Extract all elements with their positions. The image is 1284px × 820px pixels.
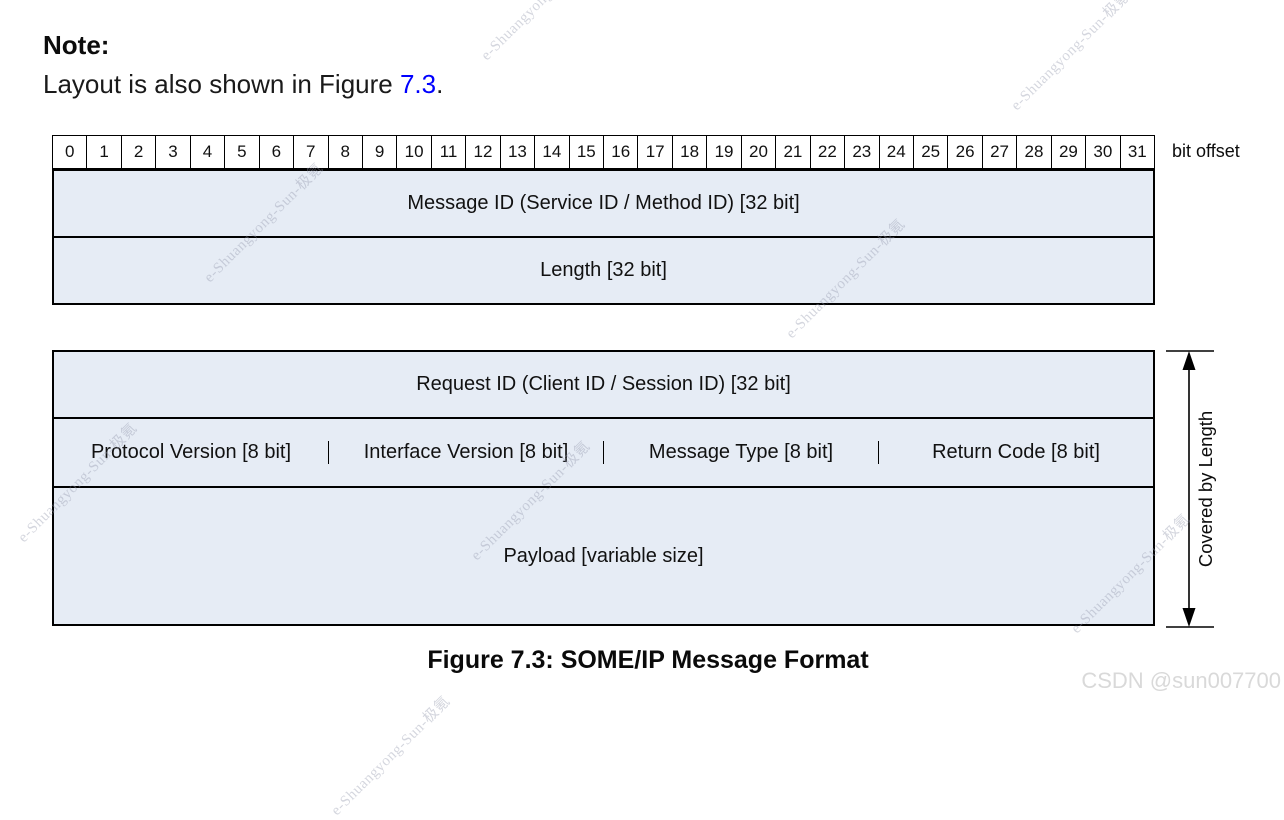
bit-offset-cell: 7 [294,136,329,168]
bit-offset-cell: 9 [363,136,398,168]
covered-by-length-annotation: Covered by Length [1166,350,1216,628]
header-fields-block: Message ID (Service ID / Method ID) [32 … [52,168,1155,305]
covered-by-length-label: Covered by Length [1195,411,1216,567]
diagonal-watermark: e-Shuangyong-Sun-极氪 [328,693,454,819]
bit-offset-cell: 18 [673,136,708,168]
bit-offset-cell: 31 [1127,142,1147,161]
return-code-cell: Return Code [8 bit] [932,441,1100,463]
bit-offset-cell: 0 [53,136,88,168]
request-id-cell: Request ID (Client ID / Session ID) [32 … [54,352,1153,419]
bit-offset-cell: 12 [466,136,501,168]
bit-offset-label: bit offset [1172,141,1240,161]
bit-offset-cell: 15 [570,136,604,168]
note-body: Layout is also shown in Figure 7.3. [43,69,443,100]
interface-version-cell: Interface Version [8 bit] [329,441,604,464]
length-cell: Length [32 bit] [540,259,667,281]
note-title: Note: [43,30,110,60]
bit-offset-cell: 6 [260,136,295,168]
figure-caption: Figure 7.3: SOME/IP Message Format [427,646,869,674]
diagonal-watermark: e-Shuangyong-Sun-极氪 [478,0,604,64]
bit-offset-cell: 11 [432,136,467,168]
bit-offset-cell: 28 [1017,136,1052,168]
bit-offset-cell: 29 [1052,136,1087,168]
bit-offset-cell: 2 [122,136,157,168]
bit-offset-cell: 17 [638,136,673,168]
body-fields-block: Request ID (Client ID / Session ID) [32 … [52,350,1155,626]
bit-offset-cell: 22 [811,136,846,168]
someip-body-table: Request ID (Client ID / Session ID) [32 … [52,350,1155,626]
bit-offset-cell: 27 [983,136,1018,168]
arrow-up-icon [1182,351,1196,370]
bit-offset-cell: 13 [501,136,536,168]
bit-offset-cell: 14 [535,136,570,168]
version-type-row: Protocol Version [8 bit] Interface Versi… [54,419,1153,488]
message-type-cell: Message Type [8 bit] [604,441,879,464]
note-text-after: . [436,69,444,99]
page-root: { "note": { "title": "Note:", "text_befo… [15,0,1281,819]
bit-offset-cell: 19 [707,136,742,168]
bit-offset-cell: 23 [845,136,880,168]
bit-offset-cell: 5 [225,136,260,168]
bit-offset-cell: 1 [87,136,122,168]
bit-offset-cell: 26 [948,136,983,168]
csdn-watermark: CSDN @sun007700 [1081,668,1281,693]
bit-offset-cell: 3 [156,136,191,168]
note-text-before: Layout is also shown in Figure [43,69,400,99]
bit-offset-cell: 16 [604,136,639,168]
bit-offset-cell: 4 [191,136,226,168]
diagonal-watermark: e-Shuangyong-Sun-极氪 [1008,0,1134,114]
bit-offset-cell: 25 [914,136,949,168]
bit-offset-cell: 30 [1086,136,1121,168]
bit-offset-cell: 21 [776,136,811,168]
protocol-version-cell: Protocol Version [8 bit] [54,441,329,464]
bit-offset-cell: 24 [880,136,914,168]
bit-offset-cell: 10 [397,136,432,168]
bit-offset-cell: 20 [742,136,777,168]
arrow-down-icon [1182,608,1196,627]
payload-cell: Payload [variable size] [503,544,704,567]
figure-reference-link[interactable]: 7.3 [399,69,437,99]
bit-offset-cell: 8 [329,136,363,168]
message-id-cell: Message ID (Service ID / Method ID) [32 … [54,171,1153,238]
